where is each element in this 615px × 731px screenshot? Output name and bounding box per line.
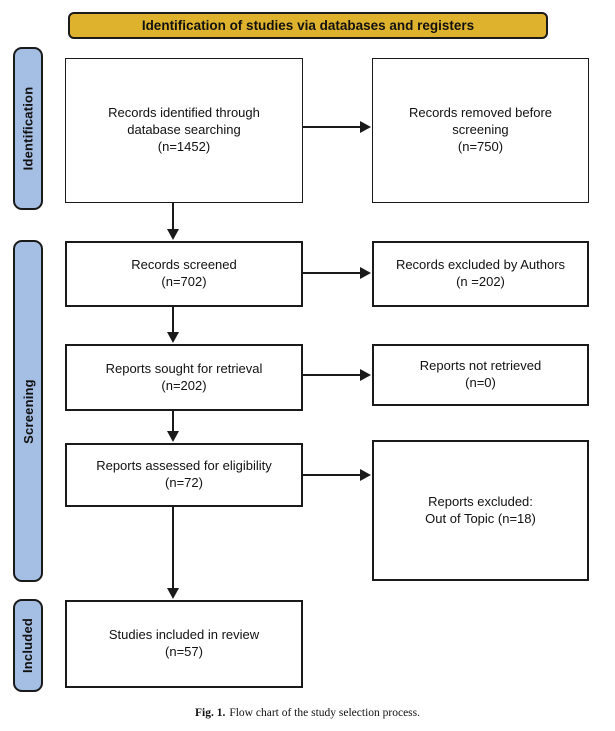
arrow-assessed-to-included xyxy=(172,507,174,589)
arrow-identified-to-screened xyxy=(172,203,174,230)
arrow-assessed-to-excluded-topic xyxy=(303,474,361,476)
box-records-identified: Records identified through database sear… xyxy=(65,58,303,203)
stage-identification: Identification xyxy=(13,47,43,210)
box-reports-assessed: Reports assessed for eligibility (n=72) xyxy=(65,443,303,507)
box-reports-sought: Reports sought for retrieval (n=202) xyxy=(65,344,303,411)
stage-included-label: Included xyxy=(20,617,36,674)
figure-caption-label: Fig. 1. xyxy=(194,707,226,719)
stage-screening: Screening xyxy=(13,240,43,582)
box-records-screened: Records screened (n=702) xyxy=(65,241,303,307)
arrow-screened-to-sought xyxy=(172,307,174,333)
banner-title: Identification of studies via databases … xyxy=(68,12,548,39)
box-studies-included: Studies included in review (n=57) xyxy=(65,600,303,688)
box-records-removed: Records removed before screening (n=750) xyxy=(372,58,589,203)
box-reports-excluded-topic: Reports excluded: Out of Topic (n=18) xyxy=(372,440,589,581)
stage-identification-label: Identification xyxy=(20,86,36,171)
arrow-identified-to-removed xyxy=(303,126,361,128)
figure-caption: Fig. 1.Flow chart of the study selection… xyxy=(0,707,615,719)
arrow-sought-to-not-retrieved xyxy=(303,374,361,376)
arrow-screened-to-excluded-authors xyxy=(303,272,361,274)
stage-screening-label: Screening xyxy=(20,378,36,444)
arrow-sought-to-assessed xyxy=(172,411,174,432)
box-reports-not-retrieved: Reports not retrieved (n=0) xyxy=(372,344,589,406)
stage-included: Included xyxy=(13,599,43,692)
figure-caption-text: Flow chart of the study selection proces… xyxy=(229,707,421,719)
box-records-excluded-by-authors: Records excluded by Authors (n =202) xyxy=(372,241,589,307)
